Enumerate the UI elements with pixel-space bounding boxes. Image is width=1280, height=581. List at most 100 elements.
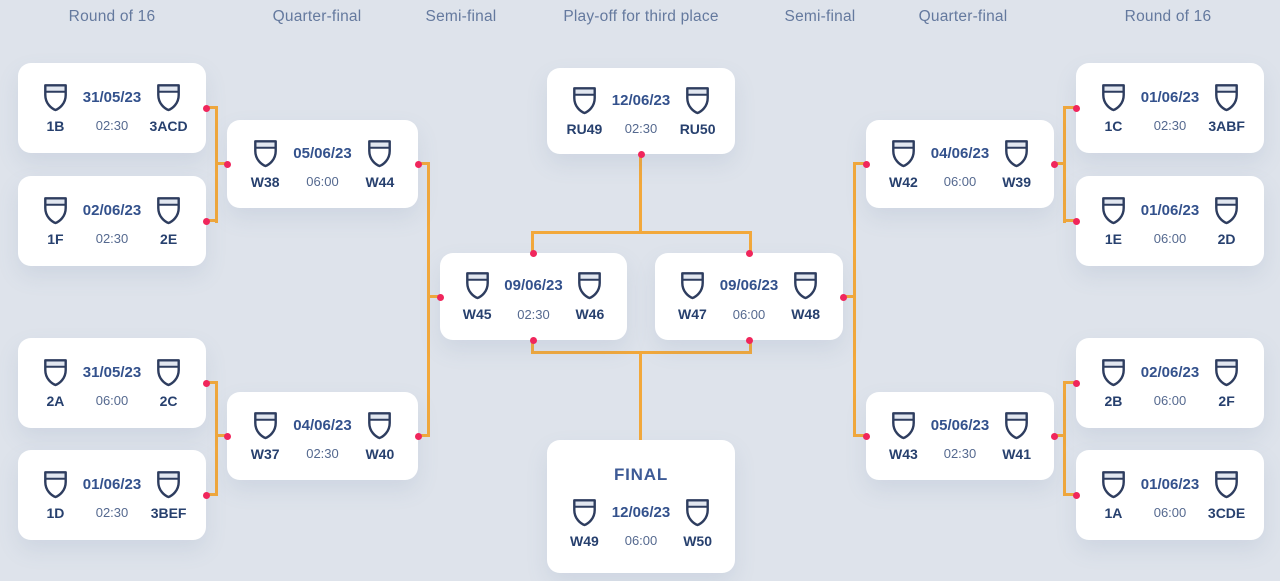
match-time: 06:00 [624,533,658,548]
home-team-code: RU49 [566,120,603,137]
match-date: 01/06/23 [1140,475,1200,493]
match-card-semifinal-right[interactable]: 09/06/23 W47 06:00 W48 [655,253,843,340]
final-title: FINAL [613,464,669,484]
connector-junction-dot [436,293,444,301]
away-team-code: 3CDE [1207,504,1246,521]
home-team-code: 2A [46,392,65,409]
connector-line [531,231,534,255]
connector-line [206,219,218,222]
home-team-shield-icon [1101,470,1126,499]
connector-line [749,340,752,354]
connector-junction-dot [414,432,422,440]
match-date: 04/06/23 [930,144,990,162]
match-card-qf-left-1[interactable]: 05/06/23 W38 06:00 W44 [227,120,418,208]
match-date: 01/06/23 [1140,201,1200,219]
home-team-code: W47 [678,306,707,322]
home-team-code: 1C [1104,117,1123,134]
away-team-code: RU50 [679,120,716,137]
connector-junction-dot [745,249,753,257]
match-time: 02:30 [306,446,339,461]
match-date: 09/06/23 [719,277,779,294]
match-date: 09/06/23 [504,277,563,294]
connector-line [639,154,642,234]
match-date: 31/05/23 [82,88,142,106]
connector-line [639,351,642,440]
column-header-round-of-16-right: Round of 16 [1124,8,1212,25]
column-header-quarter-final-left: Quarter-final [272,8,362,25]
away-team-shield-icon [367,411,392,440]
home-team-code: W37 [250,445,280,462]
match-time: 02:30 [95,505,129,520]
connector-junction-dot [223,432,231,440]
connector-line [418,162,430,165]
connector-line [749,231,752,255]
away-team-shield-icon [685,498,710,527]
match-card-qf-right-2[interactable]: 05/06/23 W43 02:30 W41 [866,392,1054,480]
match-time: 06:00 [1153,393,1187,408]
home-team-shield-icon [572,498,597,527]
match-card-r16-right-1[interactable]: 01/06/23 1C 02:30 3ABF [1076,63,1264,153]
match-card-final[interactable]: FINAL 12/06/23 W49 06:00 W50 [547,440,735,573]
connector-line [854,434,866,437]
connector-junction-dot [637,150,645,158]
away-team-code: 2F [1218,392,1235,409]
away-team-code: 2E [160,230,178,247]
column-header-round-of-16-left: Round of 16 [68,8,156,25]
connector-line [215,162,227,165]
match-card-third-place[interactable]: 12/06/23 RU49 02:30 RU50 [547,68,735,154]
match-time: 06:00 [1153,231,1187,246]
match-card-qf-left-2[interactable]: 04/06/23 W37 02:30 W40 [227,392,418,480]
away-team-shield-icon [156,470,181,499]
match-card-r16-left-3[interactable]: 31/05/23 2A 06:00 2C [18,338,206,428]
match-date: 12/06/23 [611,503,671,521]
match-time: 02:30 [95,118,129,133]
away-team-shield-icon [367,139,392,168]
home-team-shield-icon [43,470,68,499]
connector-line [1063,381,1066,496]
away-team-code: 3ABF [1208,117,1245,134]
connector-line [1064,493,1076,496]
match-time: 02:30 [1153,118,1187,133]
away-team-code: W48 [791,306,820,322]
home-team-shield-icon [465,271,490,300]
connector-line [1064,106,1076,109]
connector-line [531,231,752,234]
connector-line [215,381,218,496]
match-card-r16-right-2[interactable]: 01/06/23 1E 06:00 2D [1076,176,1264,266]
match-card-qf-right-1[interactable]: 04/06/23 W42 06:00 W39 [866,120,1054,208]
match-card-r16-right-4[interactable]: 01/06/23 1A 06:00 3CDE [1076,450,1264,540]
home-team-shield-icon [253,139,278,168]
away-team-shield-icon [156,358,181,387]
match-date: 04/06/23 [293,416,352,434]
away-team-shield-icon [685,86,710,115]
home-team-shield-icon [891,139,916,168]
home-team-code: W38 [250,173,280,190]
connector-junction-dot [202,217,210,225]
home-team-code: 2B [1104,392,1123,409]
match-card-r16-left-2[interactable]: 02/06/23 1F 02:30 2E [18,176,206,266]
connector-junction-dot [202,104,210,112]
home-team-code: 1D [46,504,65,521]
match-card-r16-left-1[interactable]: 31/05/23 1B 02:30 3ACD [18,63,206,153]
match-date: 02/06/23 [1140,363,1200,381]
away-team-code: 2D [1217,230,1236,247]
connector-line [206,493,218,496]
away-team-code: W44 [365,173,395,190]
away-team-code: W40 [365,445,395,462]
home-team-code: W49 [570,532,599,549]
match-card-r16-left-4[interactable]: 01/06/23 1D 02:30 3BEF [18,450,206,540]
connector-line [854,162,866,165]
away-team-shield-icon [156,196,181,225]
home-team-code: 1E [1104,230,1122,247]
away-team-code: W46 [575,306,605,322]
connector-junction-dot [529,336,537,344]
home-team-shield-icon [43,196,68,225]
connector-junction-dot [1072,491,1080,499]
match-card-r16-right-3[interactable]: 02/06/23 2B 06:00 2F [1076,338,1264,428]
home-team-code: W42 [889,173,918,190]
column-header-semi-final-left: Semi-final [425,8,497,25]
match-card-semifinal-left[interactable]: 09/06/23 W45 02:30 W46 [440,253,627,340]
connector-junction-dot [1072,217,1080,225]
connector-junction-dot [1050,432,1058,440]
connector-junction-dot [1072,104,1080,112]
